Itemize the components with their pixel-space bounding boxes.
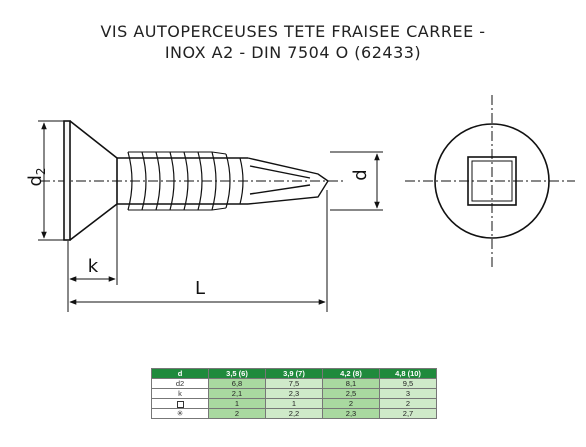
row-label: d2 <box>151 378 209 389</box>
table-row: k 2,1 2,3 2,5 3 <box>151 388 437 399</box>
title-line-1: VIS AUTOPERCEUSES TETE FRAISEE CARREE - <box>100 22 486 41</box>
square-recess <box>467 156 517 206</box>
k-dimension <box>67 204 118 312</box>
row-label: ✳ <box>151 408 209 419</box>
k-label: k <box>88 256 99 277</box>
table-cell: 2,7 <box>379 408 437 419</box>
d2-label: d2 <box>25 167 48 186</box>
table-header-cell: d <box>151 368 209 379</box>
table-cell: 2,1 <box>208 388 266 399</box>
table-header-row: d 3,5 (6) 3,9 (7) 4,2 (8) 4,8 (10) <box>151 368 437 379</box>
row-label: k <box>151 388 209 399</box>
table-cell: 2,2 <box>265 408 323 419</box>
table-cell: 2 <box>322 398 380 409</box>
table-cell: 2 <box>208 408 266 419</box>
drill-tip <box>247 157 329 205</box>
d-label: d <box>350 169 371 180</box>
table-cell: 2,3 <box>322 408 380 419</box>
screw-drawing: d2 d k L <box>25 95 575 312</box>
table-cell: 2,3 <box>265 388 323 399</box>
table-header-cell: 3,5 (6) <box>208 368 266 379</box>
table-cell: 6,8 <box>208 378 266 389</box>
title-line-2: INOX A2 - DIN 7504 O (62433) <box>164 43 422 62</box>
table-row: d2 6,8 7,5 8,1 9,5 <box>151 378 437 389</box>
thread-crests <box>128 151 227 211</box>
square-drive-icon <box>176 400 184 408</box>
L-label: L <box>195 278 205 299</box>
head-end-view <box>405 95 575 268</box>
screw-head <box>63 120 118 241</box>
table-row: ✳ 2 2,2 2,3 2,7 <box>151 408 437 419</box>
table-cell: 2 <box>379 398 437 409</box>
screw-shank <box>117 151 248 211</box>
table-cell: 3 <box>379 388 437 399</box>
row-label <box>151 398 209 409</box>
d2-dimension <box>38 120 64 241</box>
d-dimension <box>330 151 383 211</box>
table-header-cell: 4,8 (10) <box>379 368 437 379</box>
star-drive-icon: ✳ <box>176 409 184 418</box>
L-dimension <box>69 190 328 312</box>
table-cell: 1 <box>208 398 266 409</box>
table-cell: 8,1 <box>322 378 380 389</box>
table-cell: 2,5 <box>322 388 380 399</box>
table-row: 1 1 2 2 <box>151 398 437 409</box>
table-cell: 9,5 <box>379 378 437 389</box>
spec-table: d 3,5 (6) 3,9 (7) 4,2 (8) 4,8 (10) d2 6,… <box>151 368 437 419</box>
table-header-cell: 4,2 (8) <box>322 368 380 379</box>
table-cell: 1 <box>265 398 323 409</box>
table-cell: 7,5 <box>265 378 323 389</box>
table-header-cell: 3,9 (7) <box>265 368 323 379</box>
thread-lines <box>127 151 244 211</box>
